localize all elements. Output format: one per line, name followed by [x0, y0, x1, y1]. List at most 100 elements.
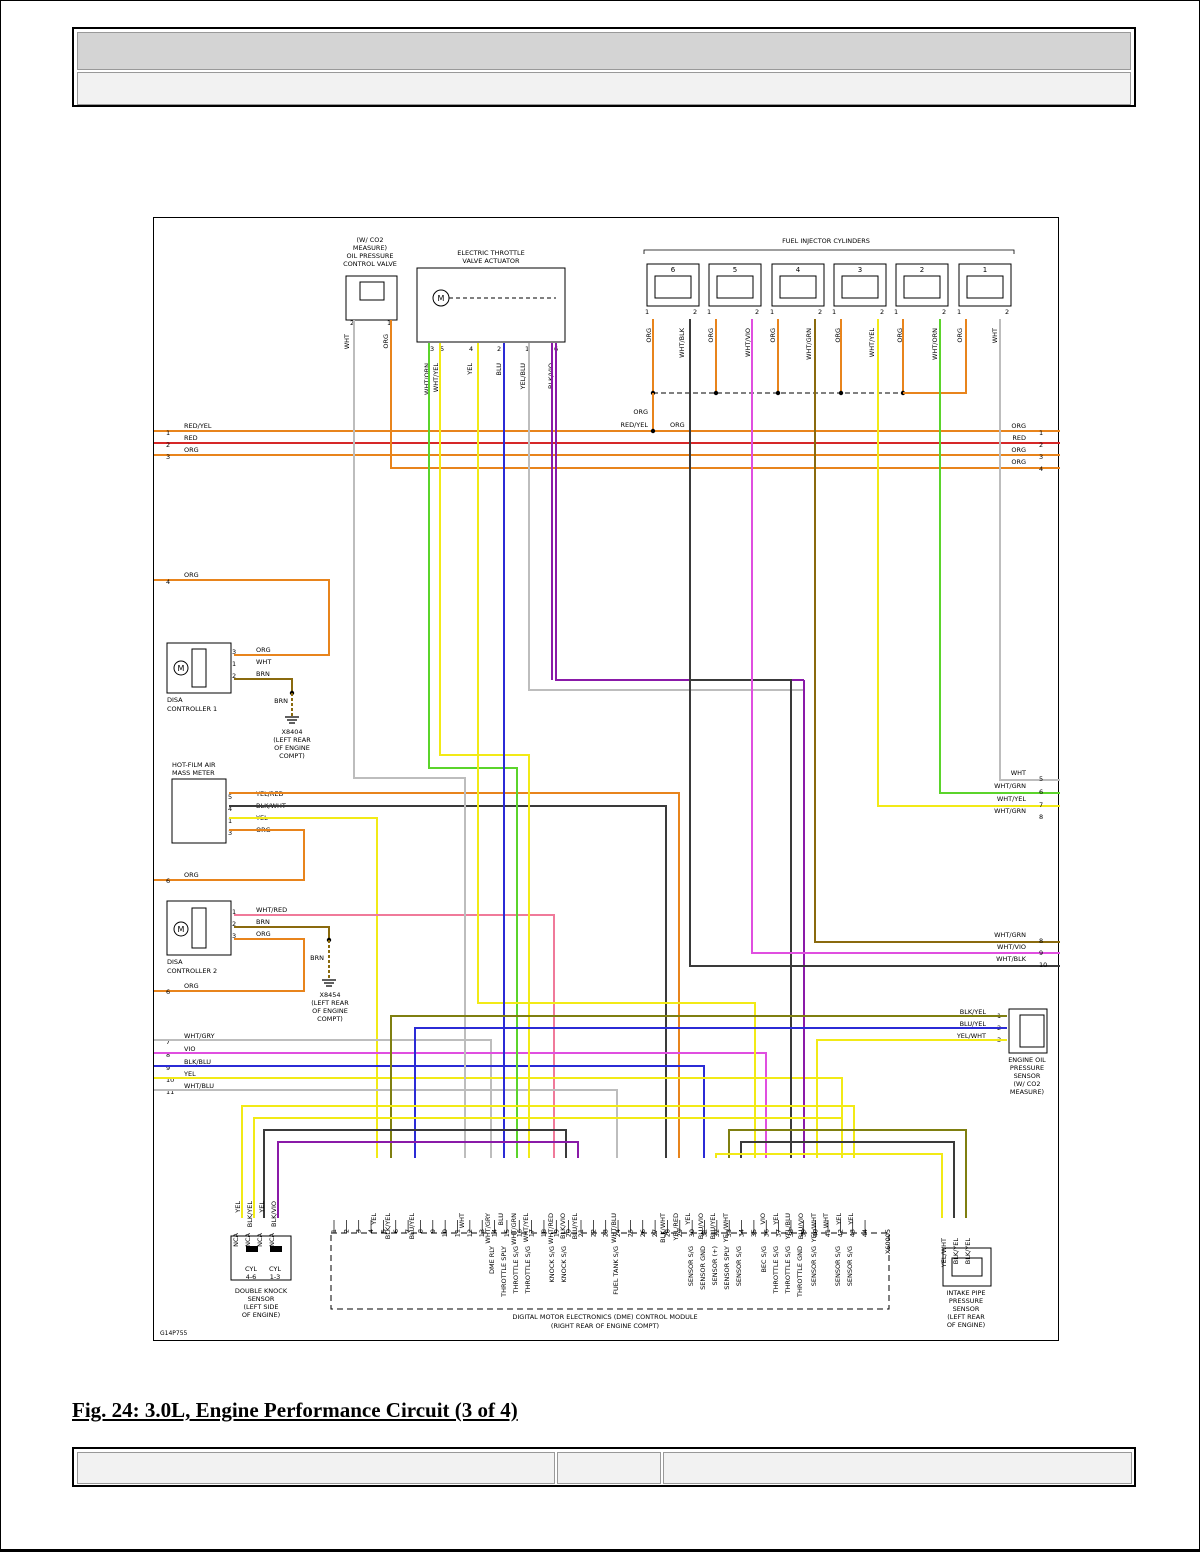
knock-pin: NCA	[268, 1232, 276, 1246]
wire-label: WHT/YEL	[868, 328, 876, 358]
dme-pin-number: 13	[478, 1229, 486, 1237]
injector-coil	[654, 275, 692, 299]
dme-pin-label: THROTTLE S/G	[524, 1246, 532, 1294]
oil-valve-label: MEASURE)	[353, 244, 387, 252]
wire-label: WHT/VIO	[744, 328, 752, 357]
pin-number: 7	[1039, 801, 1043, 809]
ground1-label: X8404	[282, 728, 303, 736]
wire-label: BLK/YEL	[964, 1238, 972, 1265]
dme-pin-number: 29	[676, 1229, 684, 1237]
figure-caption: Fig. 24: 3.0L, Engine Performance Circui…	[72, 1398, 518, 1422]
injector-box	[895, 263, 949, 307]
dme-wire-label: BLU/VIO	[797, 1213, 805, 1239]
pin-number: 3	[166, 453, 170, 461]
wire-label: ORG	[184, 871, 199, 879]
wire-label: ORG	[1011, 422, 1026, 430]
disa2-label: DISA	[167, 958, 183, 966]
wire-oil-blkyel	[390, 1015, 1007, 1158]
dme-wire-label: YEL	[370, 1213, 378, 1226]
knock-label: (LEFT SIDE	[243, 1303, 278, 1311]
dme-pin-label: DME RLY	[488, 1246, 496, 1274]
dme-pin-label: SENSOR S/G	[834, 1246, 842, 1286]
ground2-label: (LEFT REAR	[311, 999, 349, 1007]
wire-label: YEL/BLU	[519, 363, 527, 391]
injector-number: 3	[858, 266, 862, 274]
bracket	[643, 249, 1015, 254]
label: 2	[497, 345, 501, 353]
wire-label: ORG	[1011, 446, 1026, 454]
dme-pin-label: SENSOR GND	[699, 1246, 707, 1290]
splice-dot	[289, 690, 295, 696]
injector-number: 6	[671, 266, 676, 274]
footer-cell-3	[663, 1452, 1132, 1484]
wire-label: WHT	[343, 334, 351, 349]
pin-number: 6	[1039, 788, 1043, 796]
wire-label: RED/YEL	[184, 422, 212, 430]
dme-pin-label: THROTTLE S/G	[772, 1246, 780, 1294]
oil-sensor-plug	[1019, 1014, 1045, 1048]
pin-number: 8	[1039, 937, 1043, 945]
motor-letter: M	[178, 664, 185, 673]
label: 1	[645, 308, 649, 316]
wire-label: WHT/BLK	[996, 955, 1027, 963]
footer-cell-2	[557, 1452, 661, 1484]
disa1-box	[166, 642, 232, 694]
header-row-2	[77, 72, 1131, 105]
injector-box	[958, 263, 1012, 307]
wire-label: WHT/ORN	[423, 363, 431, 395]
wire-oil-wht	[353, 320, 466, 1158]
dme-pin-number: 39	[799, 1229, 807, 1237]
motor-letter: M	[178, 925, 185, 934]
dme-pin-number: 15	[503, 1229, 511, 1237]
wire-label: WHT/GRN	[805, 328, 813, 360]
knock-cyl: CYL	[269, 1265, 281, 1273]
injector-group-label: FUEL INJECTOR CYLINDERS	[782, 237, 870, 245]
dme-pin-label: THROTTLE S/G	[784, 1246, 792, 1294]
wire-label: BLK/YEL	[952, 1238, 960, 1265]
injector-coil	[966, 275, 1004, 299]
dme-pin-number: 10	[441, 1229, 449, 1237]
wire-disa1-brn	[234, 678, 293, 693]
knock-cyl: 4-6	[246, 1273, 257, 1281]
motor-icon	[173, 921, 189, 937]
injector-coil	[903, 275, 941, 299]
intake-box	[942, 1247, 992, 1287]
wire-label: YEL	[466, 363, 474, 376]
ground1-label: OF ENGINE	[274, 744, 310, 752]
splice-dot	[838, 390, 844, 396]
wire-label: BLK/VIO	[270, 1201, 278, 1227]
wire-label: WHT/GRN	[994, 807, 1026, 815]
ground2-label: OF ENGINE	[312, 1007, 348, 1015]
wire-disa2-org	[154, 938, 305, 992]
dme-pin-number: 14	[491, 1229, 499, 1237]
dme-wire-label: BLK/YEL	[384, 1213, 392, 1240]
dme-wire-label: WHT/BLU	[610, 1213, 618, 1243]
wire-intake-blkyel	[728, 1129, 967, 1218]
knock-label: OF ENGINE)	[242, 1311, 280, 1319]
wire-oil-yelwht	[816, 1039, 1007, 1158]
intake-label: (LEFT REAR	[947, 1313, 985, 1321]
wire-label: VIO	[184, 1045, 195, 1053]
dme-wire-label: VIO	[759, 1213, 767, 1224]
dme-pin-number: 30	[688, 1229, 696, 1237]
dme-pin-number: 25	[626, 1229, 634, 1237]
label: 1	[957, 308, 961, 316]
dme-pin-label: THROTTLE GND	[796, 1246, 804, 1298]
wire-inj1-wht	[999, 319, 1060, 781]
dme-pin-number: 44	[861, 1229, 869, 1237]
wire-bus-4	[390, 320, 1060, 469]
wire-label: YEL	[183, 1070, 196, 1078]
oil-sensor-label: SENSOR	[1014, 1072, 1041, 1080]
wire-hfm-yelred	[229, 792, 680, 1158]
dme-wire-label: YEL	[835, 1213, 843, 1226]
header-table	[72, 27, 1136, 107]
label: 1	[707, 308, 711, 316]
label: 2	[1005, 308, 1009, 316]
wire-label: BLU	[495, 363, 503, 376]
injector-coil	[841, 275, 879, 299]
injector-coil	[779, 275, 817, 299]
oil-valve-coil	[359, 281, 385, 301]
dme-pin-number: 37	[775, 1229, 783, 1237]
wire-label: BRN	[256, 918, 270, 926]
pin-number: 5	[228, 793, 232, 801]
